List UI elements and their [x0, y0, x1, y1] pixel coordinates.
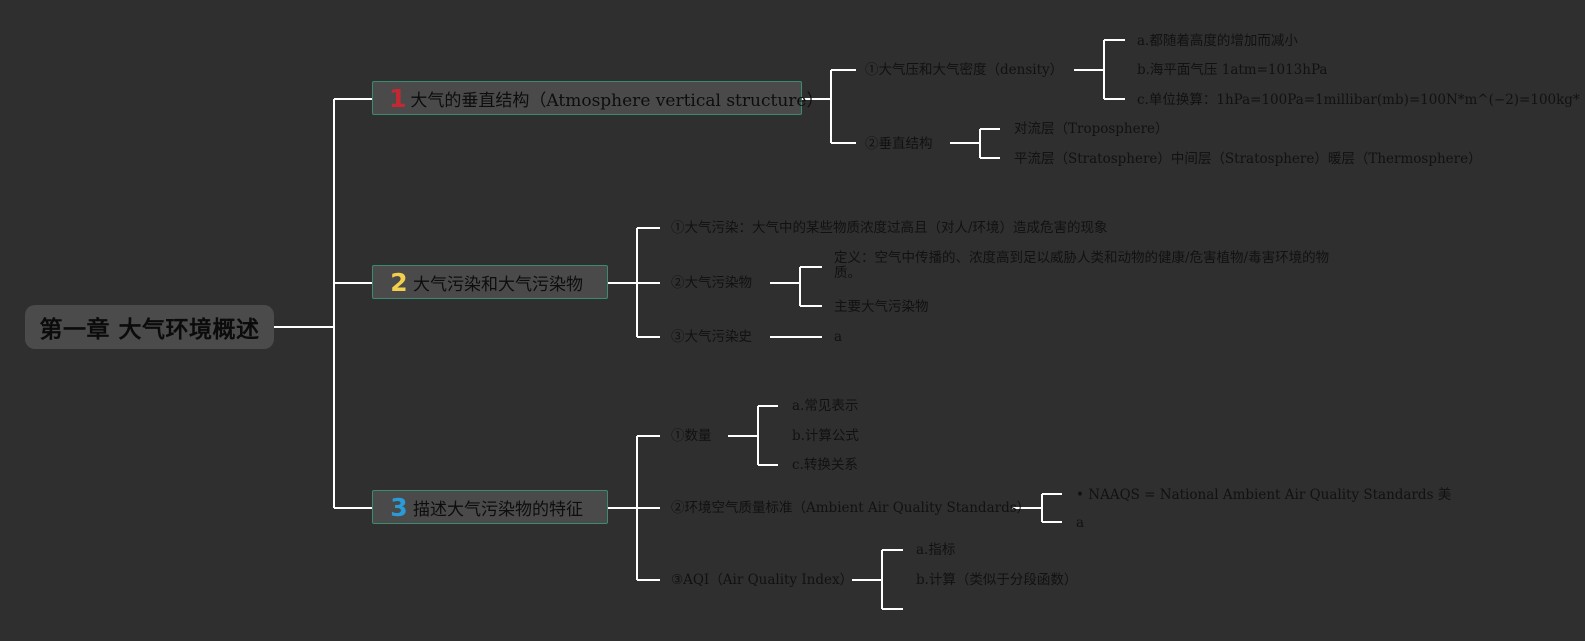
node-air-pollution-definition[interactable]: ①大气污染：大气中的某些物质浓度过高且（对人/环境）造成危害的现象: [671, 220, 1108, 236]
topic-pollutant-characteristics[interactable]: 3 描述大气污染物的特征: [372, 490, 608, 524]
connector-2-2: [770, 266, 822, 307]
connector-1-2: [950, 128, 1000, 159]
topic-label: 大气污染和大气污染物: [413, 274, 583, 295]
topic-vertical-structure[interactable]: 1 大气的垂直结构（Atmosphere vertical structure）: [372, 81, 823, 115]
node-air-quality-standards[interactable]: ②环境空气质量标准（Ambient Air Quality Standards）: [671, 500, 1031, 516]
connector-root: [274, 98, 373, 509]
connector-topic-2: [607, 227, 660, 338]
node-pressure-density[interactable]: ①大气压和大气密度（density）: [865, 62, 1064, 78]
topic-number-1: 1: [389, 83, 407, 113]
node-naaqs[interactable]: • NAAQS = National Ambient Air Quality S…: [1076, 487, 1452, 503]
topic-label: 大气的垂直结构（Atmosphere vertical structure）: [410, 90, 824, 111]
topic-number-3: 3: [390, 492, 408, 522]
node-unit-conversion[interactable]: c.单位换算：1hPa=100Pa=1millibar(mb)=100N*m^(…: [1137, 92, 1580, 108]
node-formula[interactable]: b.计算公式: [792, 428, 859, 444]
node-common-expression[interactable]: a.常见表示: [792, 398, 859, 414]
node-upper-layers[interactable]: 平流层（Stratosphere）中间层（Stratosphere）暖层（The…: [1014, 151, 1482, 167]
node-aqi[interactable]: ③AQI（Air Quality Index）: [671, 572, 854, 588]
node-troposphere[interactable]: 对流层（Troposphere）: [1014, 121, 1169, 137]
connector-topic-3: [607, 435, 660, 581]
connector-topic-1: [801, 69, 856, 144]
node-sea-level-pressure[interactable]: b.海平面气压 1atm=1013hPa: [1137, 62, 1328, 78]
connector-3-1: [728, 405, 778, 466]
node-vertical-structure[interactable]: ②垂直结构: [865, 136, 933, 152]
root-topic[interactable]: 第一章 大气环境概述: [25, 305, 274, 349]
connector-3-2: [1012, 493, 1062, 523]
node-aqi-calculation[interactable]: b.计算（类似于分段函数）: [916, 572, 1078, 588]
topic-label: 描述大气污染物的特征: [413, 499, 583, 520]
node-decrease-with-height[interactable]: a.都随着高度的增加而减小: [1137, 33, 1298, 49]
node-standards-a[interactable]: a: [1076, 515, 1085, 531]
node-pollutant-definition[interactable]: 定义：空气中传播的、浓度高到足以威胁人类和动物的健康/危害植物/毒害环境的物质。: [834, 250, 1330, 281]
node-quantity[interactable]: ①数量: [671, 428, 712, 444]
topic-number-2: 2: [390, 267, 408, 297]
connector-3-3: [852, 549, 903, 610]
node-main-pollutants[interactable]: 主要大气污染物: [834, 299, 929, 315]
connector-1-1: [1074, 39, 1125, 100]
topic-air-pollution[interactable]: 2 大气污染和大气污染物: [372, 265, 608, 299]
node-pollution-history[interactable]: ③大气污染史: [671, 329, 752, 345]
node-air-pollutants[interactable]: ②大气污染物: [671, 275, 752, 291]
node-history-a[interactable]: a: [834, 329, 843, 345]
node-aqi-indicators[interactable]: a.指标: [916, 542, 956, 558]
node-conversion[interactable]: c.转换关系: [792, 457, 858, 473]
